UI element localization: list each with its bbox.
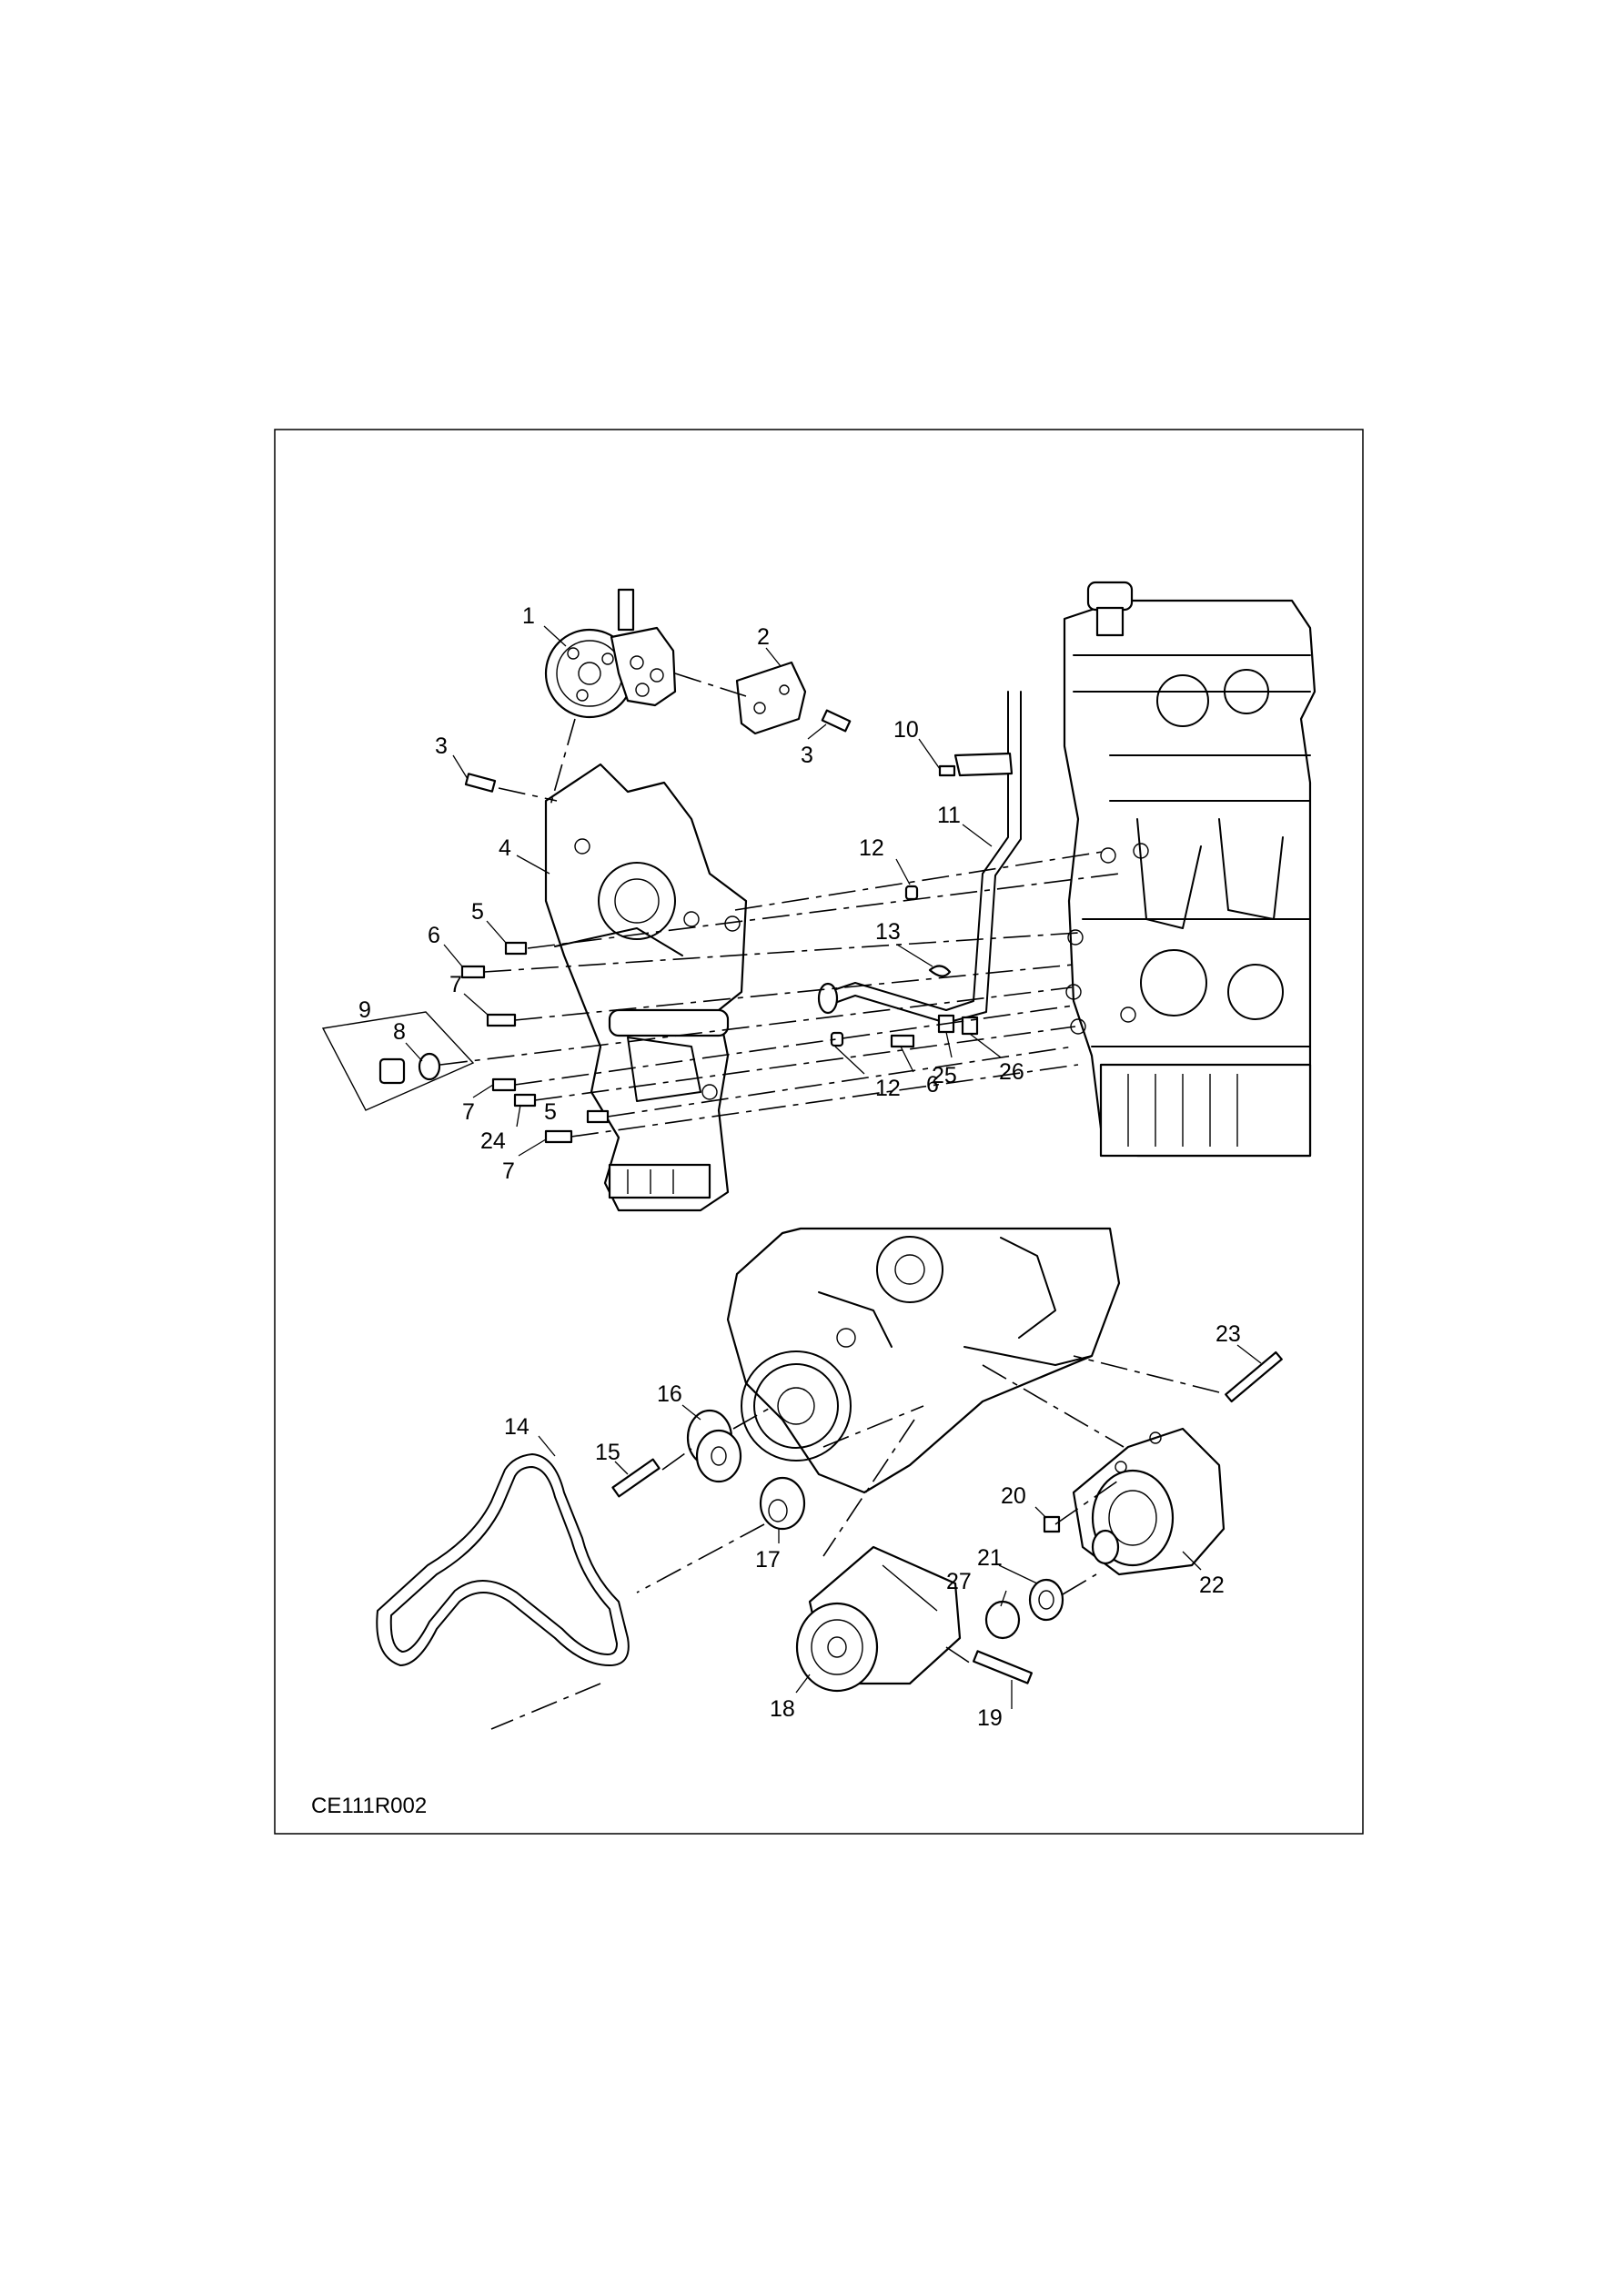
drive-belt	[376, 1453, 630, 1666]
callout-7: 7	[462, 1099, 475, 1125]
mounting-bracket	[544, 763, 748, 1212]
callout-7: 7	[449, 972, 462, 997]
bolt-10	[938, 764, 956, 777]
pulley-cap-27	[984, 1600, 1021, 1640]
bolt-6-lower	[890, 1034, 915, 1048]
belt-tensioner-16	[686, 1409, 742, 1483]
bolt-5-upper	[504, 941, 528, 956]
callout-13: 13	[875, 919, 901, 945]
callout-4: 4	[499, 835, 511, 861]
engine-front-view	[726, 1227, 1121, 1494]
figure-reference: CE111R002	[311, 1794, 427, 1818]
leader-lines	[405, 625, 1262, 1709]
callout-20: 20	[1001, 1483, 1026, 1509]
engine-block	[1063, 581, 1316, 1158]
bolt-7-lower	[544, 1129, 573, 1144]
callout-11: 11	[937, 803, 961, 828]
alternator-22	[1072, 1427, 1226, 1576]
callout-8: 8	[393, 1019, 406, 1045]
callout-16: 16	[657, 1381, 682, 1407]
callout-6: 6	[428, 923, 440, 948]
callout-14: 14	[504, 1414, 530, 1440]
bolt-19	[972, 1650, 1034, 1684]
callout-19: 19	[977, 1705, 1003, 1731]
bolt-3-left	[464, 773, 497, 793]
callout-26: 26	[999, 1059, 1024, 1085]
callout-3: 3	[435, 733, 448, 759]
dowel-12-upper	[904, 885, 919, 901]
callout-17: 17	[755, 1547, 781, 1573]
pump-bracket-plate	[735, 661, 807, 735]
callout-2: 2	[757, 624, 770, 650]
bolt-23	[1225, 1350, 1283, 1403]
callout-7: 7	[502, 1158, 515, 1184]
callout-3: 3	[801, 743, 813, 768]
alignment-lines-lower	[490, 1355, 1220, 1730]
clip-13	[928, 965, 952, 977]
bolt-15	[611, 1458, 661, 1498]
callout-21: 21	[977, 1545, 1003, 1571]
callout-22: 22	[1199, 1573, 1225, 1598]
callout-5: 5	[471, 899, 484, 925]
callout-12: 12	[859, 835, 884, 861]
callout-24: 24	[480, 1128, 506, 1154]
power-steering-pump	[544, 588, 677, 719]
diagram-frame	[274, 429, 1364, 1835]
plug-and-seal-kit	[321, 1011, 475, 1111]
alternator-pulley-21	[1028, 1578, 1064, 1622]
dipstick-tube	[817, 691, 1022, 1024]
callout-1: 1	[522, 603, 535, 629]
bolt-5-lower	[586, 1109, 610, 1124]
callout-5: 5	[544, 1099, 557, 1125]
callout-23: 23	[1215, 1321, 1241, 1347]
bolt-6-upper	[460, 965, 486, 979]
callout-labels: 1 2 3 3 4 5 5 6 6 7 7 7 8 9 10 11 12 12 …	[358, 603, 1241, 1731]
alignment-lines-upper	[439, 673, 1120, 1138]
bolt-7-upper	[486, 1013, 517, 1027]
callout-12: 12	[875, 1076, 901, 1101]
ac-compressor-18	[795, 1545, 962, 1693]
bolt-24	[513, 1093, 537, 1108]
callout-15: 15	[595, 1440, 620, 1465]
callout-25: 25	[932, 1063, 957, 1088]
callout-10: 10	[893, 717, 919, 743]
bolt-7-middle	[491, 1077, 517, 1092]
callout-6: 6	[926, 1072, 939, 1097]
nut-20	[1043, 1515, 1061, 1533]
callout-9: 9	[358, 997, 371, 1023]
callout-18: 18	[770, 1696, 795, 1722]
bolt-3-right	[821, 709, 852, 733]
callout-27: 27	[946, 1569, 972, 1594]
idler-pulley-17	[759, 1476, 806, 1531]
